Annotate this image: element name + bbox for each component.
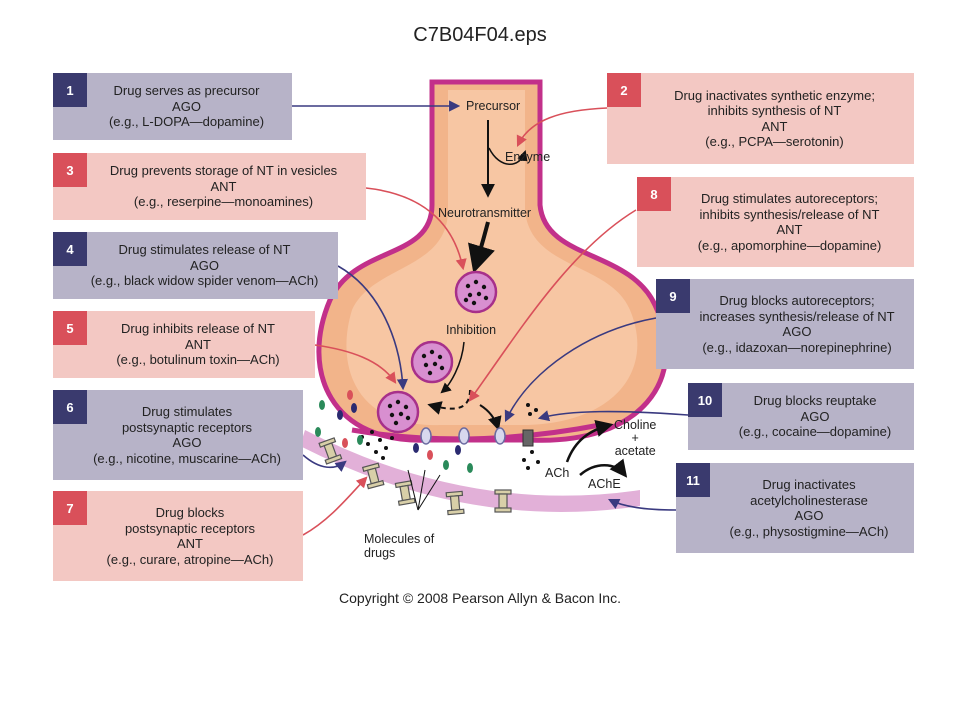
label-inhibition: Inhibition [446,323,497,337]
autoreceptors [420,427,506,445]
box-text: Drug stimulates autoreceptors;inhibits s… [697,191,882,253]
box-number: 3 [53,153,87,187]
box-8: 8 Drug stimulates autoreceptors;inhibits… [637,177,914,267]
label-choline-acetate: Choline + acetate [614,418,657,458]
label-neurotransmitter: Neurotransmitter [438,206,532,220]
released-neurotransmitter [360,403,540,470]
vesicle-releasing [376,390,420,434]
box-number: 4 [53,232,87,266]
label-ach: ACh [545,466,570,480]
box-number: 2 [607,73,641,107]
box-number: 6 [53,390,87,424]
label-molecules-of-drugs: Molecules of drugs [364,532,435,560]
drug-molecules [315,390,473,473]
box-9: 9 Drug blocks autoreceptors;increases sy… [656,279,914,369]
box-number: 1 [53,73,87,107]
box-number: 8 [637,177,671,211]
box-number: 10 [688,383,722,417]
box-number: 11 [676,463,710,497]
copyright-notice: Copyright © 2008 Pearson Allyn & Bacon I… [339,590,621,606]
figure-title: C7B04F04.eps [413,24,547,46]
box-3: 3 Drug prevents storage of NT in vesicle… [53,153,366,220]
label-ache: AChE [588,477,621,491]
label-enzyme: Enzyme [505,150,551,164]
box-number: 7 [53,491,87,525]
box-2: 2 Drug inactivates synthetic enzyme;inhi… [607,73,914,164]
label-precursor: Precursor [466,99,521,113]
box-text: Drug blocks autoreceptors;increases synt… [699,293,895,355]
box-text: Drug inactivates synthetic enzyme;inhibi… [674,87,875,150]
box-number: 9 [656,279,690,313]
vesicle-middle [410,340,454,384]
vesicle-upper [454,270,498,314]
box-number: 5 [53,311,87,345]
postsynaptic-receptors [318,437,512,516]
